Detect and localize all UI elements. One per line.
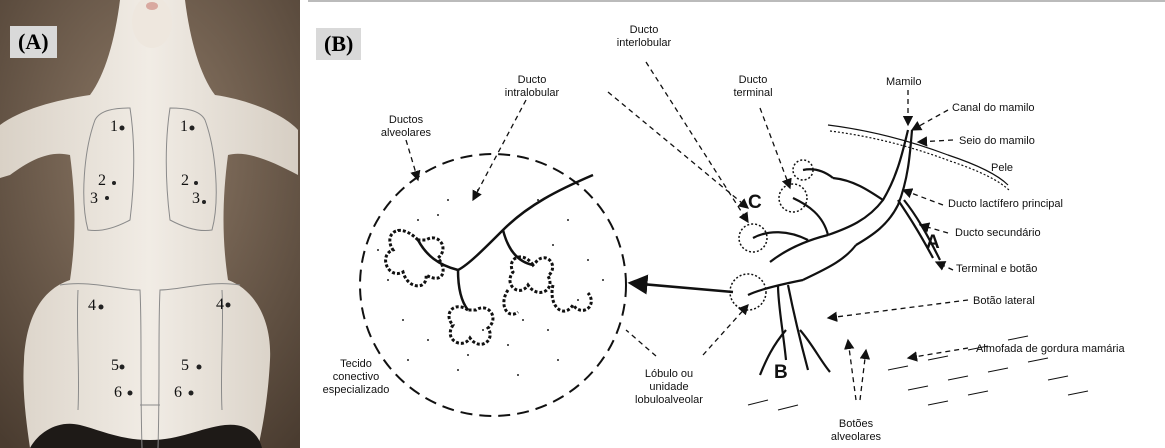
label-line: interlobular [604, 37, 684, 50]
label-botoes-alveolares: Botões alveolares [818, 418, 894, 444]
label-ducto-lactifero: Ducto lactífero principal [948, 198, 1063, 211]
label-botao-lateral: Botão lateral [973, 295, 1035, 308]
gland-number: 1 [180, 118, 188, 136]
gland-number: 4 [88, 297, 96, 315]
label-seio-do-mamilo: Seio do mamilo [959, 135, 1035, 148]
label-line: Ducto [718, 74, 788, 87]
label-line: Botões [818, 418, 894, 431]
label-lobulo: Lóbulo ou unidade lobuloalveolar [624, 368, 714, 407]
label-line: Ducto [604, 24, 684, 37]
label-line: unidade [624, 381, 714, 394]
label-line: Ducto [492, 74, 572, 87]
panel-b-tag: (B) [316, 28, 361, 60]
letter-a: A [926, 232, 940, 254]
gland-number: 3 [192, 190, 200, 208]
mammary-gland-drawing [308, 0, 1165, 448]
label-ducto-interlobular: Ducto interlobular [604, 24, 684, 50]
label-line: Lóbulo ou [624, 368, 714, 381]
label-canal-do-mamilo: Canal do mamilo [952, 102, 1035, 115]
label-line: especializado [314, 384, 398, 397]
alveoli [386, 230, 592, 344]
label-ducto-intralobular: Ducto intralobular [492, 74, 572, 100]
label-terminal-e-botao: Terminal e botão [956, 263, 1037, 276]
gland-number: 3 [90, 190, 98, 208]
gland-number: 2 [181, 172, 189, 190]
label-line: Ductos [368, 114, 444, 127]
lobule-ducts [418, 175, 593, 310]
label-ducto-terminal: Ducto terminal [718, 74, 788, 100]
label-tecido-conectivo: Tecido conectivo especializado [314, 358, 398, 397]
label-ducto-secundario: Ducto secundário [955, 227, 1041, 240]
duct-tree [748, 130, 940, 375]
mouse-illustration [0, 0, 300, 448]
panel-b-diagram: (B) Ducto interlobular Ducto intralobula… [308, 0, 1165, 448]
gland-number: 5 [111, 357, 119, 375]
gland-number: 4 [216, 296, 224, 314]
label-line: intralobular [492, 87, 572, 100]
label-almofada: Almofada de gordura mamária [976, 343, 1125, 356]
gland-number: 1 [110, 118, 118, 136]
gland-number: 6 [174, 384, 182, 402]
leader-lines [406, 62, 968, 400]
gland-number: 2 [98, 172, 106, 190]
label-mamilo: Mamilo [886, 76, 921, 89]
label-line: alveolares [818, 431, 894, 444]
panel-a-mouse-photo: (A) 1 1 2 2 3 3 4 4 5 5 6 6 [0, 0, 300, 448]
label-line: lobuloalveolar [624, 394, 714, 407]
panel-a-tag: (A) [10, 26, 57, 58]
label-line: terminal [718, 87, 788, 100]
gland-number: 5 [181, 357, 189, 375]
connective-tissue-stipple [377, 189, 604, 376]
label-pele: Pele [991, 162, 1013, 175]
gland-number: 6 [114, 384, 122, 402]
label-ductos-alveolares: Ductos alveolares [368, 114, 444, 140]
label-line: alveolares [368, 127, 444, 140]
label-line: conectivo [314, 371, 398, 384]
letter-b: B [774, 362, 788, 384]
letter-c: C [748, 192, 762, 214]
label-line: Tecido [314, 358, 398, 371]
